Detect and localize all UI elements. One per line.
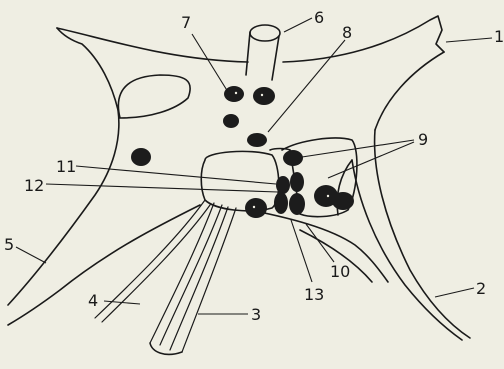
leader-12 bbox=[46, 184, 278, 192]
label-11: 11 bbox=[56, 157, 76, 176]
cylinder-process bbox=[246, 25, 280, 80]
leader-2 bbox=[435, 288, 474, 297]
label-4: 4 bbox=[88, 291, 98, 310]
label-7: 7 bbox=[181, 13, 191, 32]
nucleus-7a bbox=[224, 86, 244, 102]
leader-7 bbox=[192, 34, 228, 92]
leader-5 bbox=[16, 247, 46, 263]
nucleus-10b bbox=[332, 192, 354, 210]
nucleus-left bbox=[131, 148, 151, 166]
leader-1 bbox=[446, 38, 492, 42]
label-13: 13 bbox=[304, 285, 324, 304]
label-2: 2 bbox=[476, 279, 486, 298]
leader-10 bbox=[306, 224, 334, 262]
nucleus-12 bbox=[245, 198, 267, 218]
leader-6 bbox=[284, 18, 312, 32]
nucleus-cluster-b bbox=[290, 172, 304, 192]
nucleus-cluster-d bbox=[289, 193, 305, 215]
nucleus-9 bbox=[283, 150, 303, 166]
nucleus-8b bbox=[247, 133, 267, 147]
label-10: 10 bbox=[330, 262, 350, 281]
nucleus-7b bbox=[223, 114, 239, 128]
nucleus-cluster-c bbox=[274, 192, 288, 214]
label-1: 1 bbox=[494, 27, 504, 46]
leader-8 bbox=[268, 40, 345, 132]
leader-13 bbox=[291, 220, 312, 282]
nucleus-cluster-a bbox=[276, 176, 290, 194]
label-12: 12 bbox=[24, 176, 44, 195]
leader-9b bbox=[328, 142, 414, 178]
nucleus-8a bbox=[253, 87, 275, 105]
cell-outline bbox=[8, 16, 470, 340]
label-9: 9 bbox=[418, 130, 428, 149]
label-5: 5 bbox=[4, 235, 14, 254]
label-3: 3 bbox=[251, 305, 261, 324]
label-6: 6 bbox=[314, 8, 324, 27]
label-8: 8 bbox=[342, 23, 352, 42]
